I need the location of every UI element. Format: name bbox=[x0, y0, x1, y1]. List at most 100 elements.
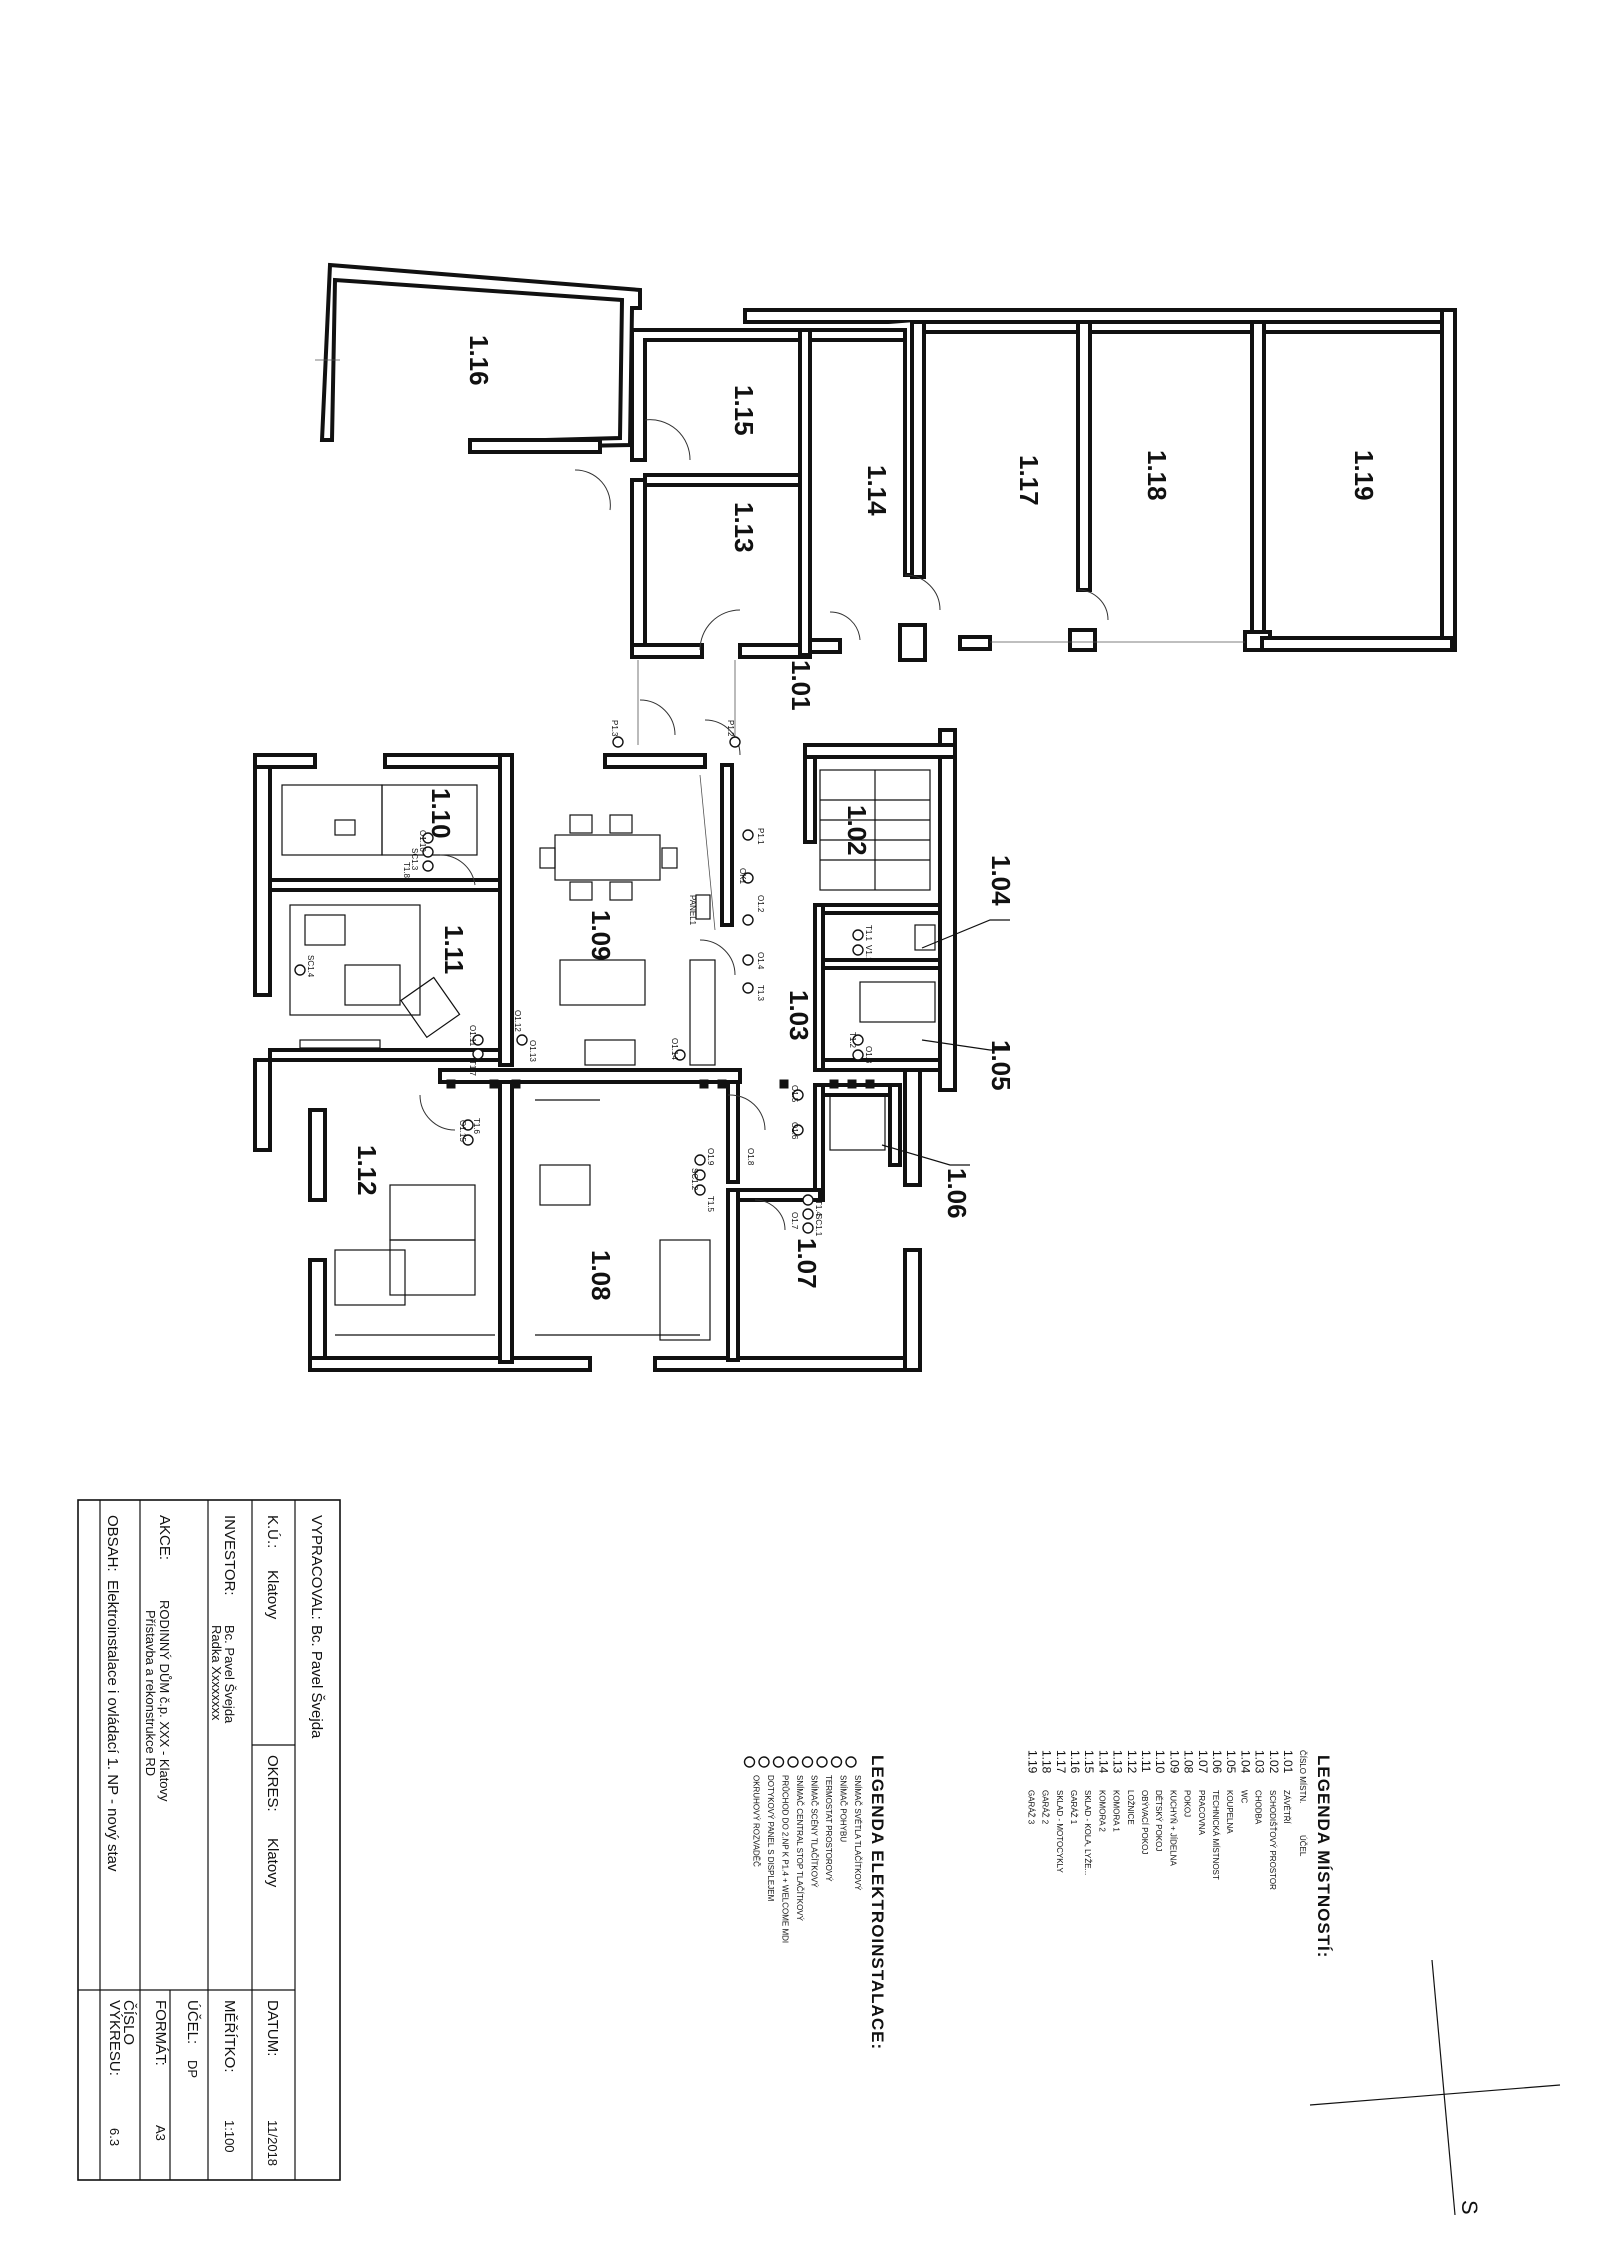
room-legend-name: SKLAD - MOTOCYKLY bbox=[1055, 1790, 1064, 1874]
format-label: FORMÁT: bbox=[152, 2000, 169, 2066]
elec-legend-title: LEGENDA ELEKTROINSTALACE: bbox=[868, 1755, 887, 2050]
svg-text:P1.1: P1.1 bbox=[756, 828, 765, 845]
room-label-1.03: 1.03 bbox=[784, 990, 814, 1041]
elec-legend-label: DOTYKOVÝ PANEL S DISPLEJEM bbox=[766, 1775, 775, 1902]
wall-segment bbox=[813, 1083, 825, 1202]
room-legend-number: 1.05 bbox=[1224, 1750, 1238, 1774]
panel-label: PANEL1 bbox=[688, 895, 697, 926]
room-label-1.11: 1.11 bbox=[439, 925, 469, 974]
datum-value: 11/2018 bbox=[265, 2120, 280, 2166]
room-legend-number: 1.03 bbox=[1253, 1750, 1267, 1774]
room-label-1.19: 1.19 bbox=[1349, 450, 1379, 501]
wall-segment bbox=[630, 478, 647, 657]
wall-segment bbox=[720, 763, 734, 927]
investor-line1: Bc. Pavel Švejda bbox=[222, 1625, 237, 1724]
room-legend-name: GARÁŽ 3 bbox=[1026, 1790, 1035, 1825]
light-switch-symbol bbox=[792, 1089, 804, 1101]
wall-segment bbox=[1250, 320, 1266, 634]
wall-segment bbox=[498, 1080, 514, 1364]
elec-legend-label: OKRUHOVÝ ROZVADĚČ bbox=[752, 1775, 761, 1867]
room-label-1.04: 1.04 bbox=[986, 855, 1016, 906]
wall-segment bbox=[808, 328, 907, 342]
wall-segment bbox=[643, 473, 807, 487]
elec-legend-label: SNÍMAČ SVĚTLA TLAČÍTKOVÝ bbox=[853, 1775, 862, 1891]
okres-value: Klatovy bbox=[264, 1838, 281, 1888]
room-label-1.01: 1.01 bbox=[786, 660, 816, 711]
room-legend-number: 1.07 bbox=[1196, 1750, 1210, 1774]
wall-segment bbox=[938, 728, 957, 1092]
elec-legend-symbol-icon bbox=[787, 1756, 799, 1768]
svg-text:O1.13: O1.13 bbox=[528, 1040, 537, 1062]
light-switch-symbol bbox=[674, 1049, 686, 1061]
thermostat-symbol bbox=[694, 1184, 706, 1196]
wall-segment bbox=[1262, 320, 1444, 334]
thermostat-symbol bbox=[742, 982, 754, 994]
svg-text:T1.7: T1.7 bbox=[468, 1060, 477, 1077]
room-legend-name: KOUPELNA bbox=[1225, 1790, 1234, 1834]
wall-segment bbox=[813, 903, 942, 915]
wall-segment bbox=[253, 1058, 272, 1152]
title-block: VYPRACOVAL: Bc. Pavel Švejda K.Ú.: Klato… bbox=[77, 1499, 341, 2181]
wall-segment bbox=[308, 1356, 592, 1372]
light-switch-symbol bbox=[472, 1034, 484, 1046]
room-label-1.13: 1.13 bbox=[729, 502, 759, 553]
elec-legend-symbol-icon bbox=[772, 1756, 785, 1768]
wall-segment bbox=[813, 903, 825, 1072]
wall-segment bbox=[498, 753, 514, 1067]
room-legend-number: 1.14 bbox=[1096, 1750, 1110, 1774]
meritko-label: MĚŘÍTKO: bbox=[221, 2000, 238, 2073]
svg-text:SC1.2: SC1.2 bbox=[690, 1168, 699, 1191]
svg-text:V1.1: V1.1 bbox=[864, 945, 873, 962]
wall-segment bbox=[726, 1080, 740, 1184]
svg-text:O1.12: O1.12 bbox=[513, 1010, 522, 1032]
svg-text:T1.2: T1.2 bbox=[848, 1032, 857, 1049]
room-legend-name: DĚTSKÝ POKOJ bbox=[1154, 1790, 1163, 1851]
light-switch-symbol bbox=[694, 1154, 706, 1166]
elec-legend-symbol-icon bbox=[816, 1756, 828, 1768]
furniture-room-1.09 bbox=[539, 774, 716, 1066]
room-legend-col-purpose: ÚČEL bbox=[1298, 1835, 1307, 1857]
wall-segment bbox=[268, 878, 502, 892]
thermostat-symbol bbox=[852, 1034, 864, 1046]
wall-segment bbox=[726, 1188, 740, 1362]
room-outline-1.15-1.13 bbox=[630, 328, 812, 462]
light-switch-symbol bbox=[742, 954, 754, 966]
light-switch-symbol bbox=[612, 736, 624, 748]
room-legend-name: GARÁŽ 1 bbox=[1069, 1790, 1078, 1825]
room-legend-name: SKLAD - KOLA, LYŽE... bbox=[1083, 1790, 1092, 1875]
room-legend-title: LEGENDA MÍSTNOSTÍ: bbox=[1314, 1755, 1333, 1958]
elec-legend-label: SNÍMAČ POHYBU bbox=[839, 1775, 848, 1842]
elec-legend-label: TERMOSTAT PROSTOROVÝ bbox=[824, 1775, 833, 1882]
wall-segment bbox=[803, 743, 957, 759]
scene-switch-symbol bbox=[422, 846, 434, 858]
wall-segment bbox=[1068, 628, 1097, 652]
room-legend-number: 1.06 bbox=[1210, 1750, 1224, 1774]
svg-text:P1.2: P1.2 bbox=[726, 720, 735, 737]
wall-segment bbox=[603, 753, 707, 769]
wall-segment bbox=[1076, 320, 1092, 592]
svg-text:O1.8: O1.8 bbox=[746, 1148, 755, 1166]
svg-text:O1.9: O1.9 bbox=[706, 1148, 715, 1166]
svg-text:T1.5: T1.5 bbox=[706, 1196, 715, 1213]
room-outline-1.14 bbox=[810, 322, 917, 577]
room-legend-number: 1.19 bbox=[1025, 1750, 1039, 1774]
elec-legend-symbol-icon bbox=[830, 1756, 843, 1768]
room-legend-name: POKOJ bbox=[1183, 1790, 1192, 1817]
svg-text:T1.3: T1.3 bbox=[756, 985, 765, 1002]
room-legend-number: 1.11 bbox=[1139, 1750, 1153, 1773]
light-switch-symbol bbox=[422, 832, 434, 844]
svg-text:O1.7: O1.7 bbox=[790, 1212, 799, 1230]
wall-segment bbox=[308, 1108, 327, 1202]
svg-text:O1.3: O1.3 bbox=[864, 1046, 873, 1064]
room-label-1.15: 1.15 bbox=[729, 385, 759, 436]
room-legend-name: ZÁVĚTŘÍ bbox=[1282, 1790, 1291, 1825]
svg-text:T1.1: T1.1 bbox=[864, 925, 873, 942]
scene-switch-symbol bbox=[802, 1208, 814, 1220]
svg-text:O1.11: O1.11 bbox=[468, 1025, 477, 1047]
room-legend-number: 1.04 bbox=[1238, 1750, 1252, 1774]
room-legend-name: TECHNICKÁ MÍSTNOST bbox=[1211, 1790, 1220, 1880]
svg-text:O1.6: O1.6 bbox=[790, 1122, 799, 1140]
north-arrow: S bbox=[1309, 1959, 1561, 2216]
furniture-room-1.11 bbox=[289, 904, 461, 1049]
wall-segment bbox=[253, 753, 272, 997]
